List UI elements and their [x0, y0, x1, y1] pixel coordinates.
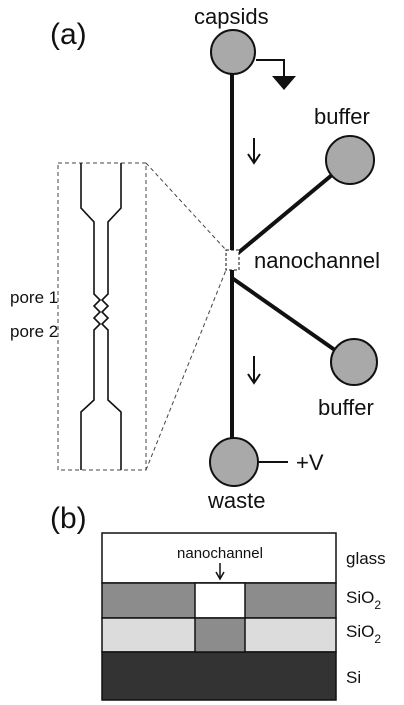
- layer-label-sio2-top: SiO2: [346, 588, 381, 612]
- flow-arrow-down-icon: [247, 138, 261, 165]
- side-channel-top: [230, 158, 352, 260]
- zoom-line-bottom: [145, 269, 227, 471]
- panel-a-label: (a): [50, 18, 87, 51]
- layer-label-glass: glass: [346, 549, 386, 568]
- waste-label: waste: [207, 488, 265, 513]
- inset-channel-outline: [80, 163, 122, 470]
- flow-arrow-down-icon: [247, 356, 261, 385]
- zoom-line-top: [145, 162, 227, 251]
- nanochannel-pointer-arrow-icon: [215, 563, 225, 581]
- layer-label-sio2-bottom: SiO2: [346, 622, 381, 646]
- nanochannel-opening: [194, 582, 246, 619]
- nanochannel-label: nanochannel: [254, 248, 380, 273]
- buffer-top-label: buffer: [314, 104, 370, 129]
- layer-label-si: Si: [346, 668, 361, 687]
- pore-1-label: pore 1: [10, 288, 58, 307]
- buffer-reservoir-top: [325, 135, 375, 185]
- capsids-outlet-line: [256, 59, 285, 76]
- outlet-arrow-icon: [272, 76, 296, 90]
- side-channel-bottom: [230, 276, 354, 364]
- panel-b-label: (b): [50, 502, 87, 535]
- capsids-reservoir: [210, 29, 256, 75]
- zoom-inset-box: [57, 162, 147, 471]
- buffer-reservoir-bottom: [330, 338, 378, 386]
- layer-si: [101, 651, 337, 701]
- nanochannel-region: [225, 249, 240, 271]
- pore-2-label: pore 2: [10, 322, 58, 341]
- nanochannel-floor: [194, 617, 246, 653]
- voltage-label: +V: [296, 450, 324, 475]
- cross-section-nanochannel-label: nanochannel: [177, 545, 263, 562]
- capsids-label: capsids: [194, 4, 269, 29]
- buffer-bottom-label: buffer: [318, 395, 374, 420]
- waste-reservoir: [209, 437, 259, 487]
